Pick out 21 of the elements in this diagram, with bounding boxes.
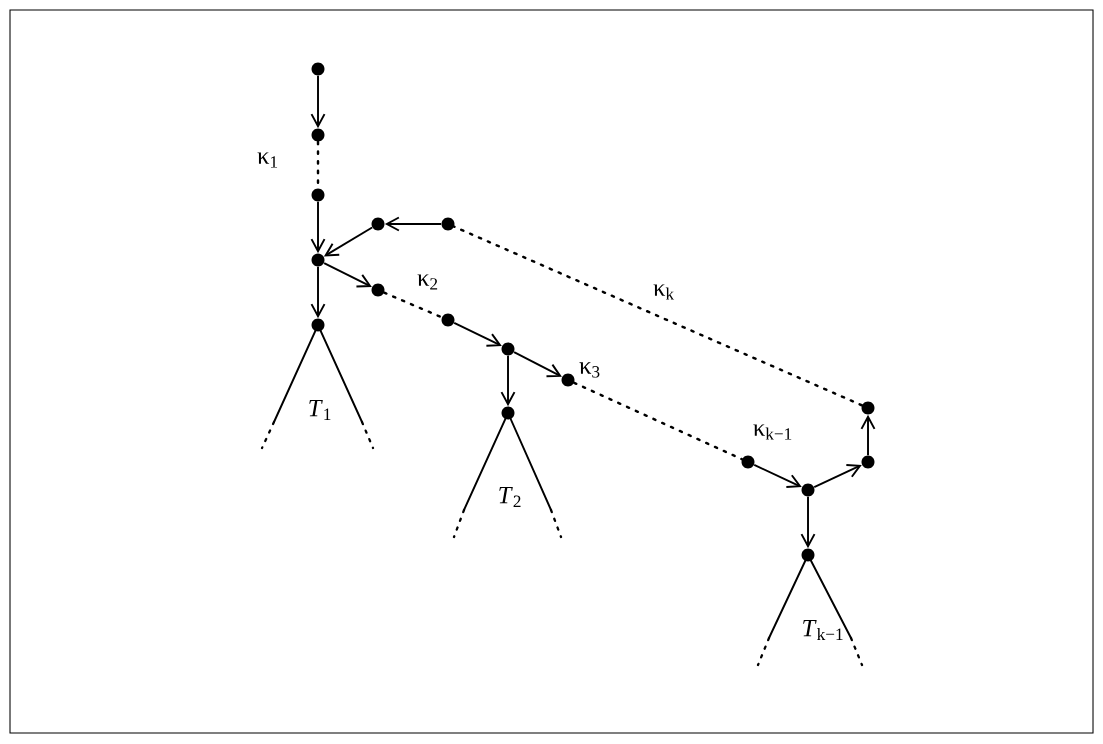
tree-label: T$_{2}$ — [499, 487, 521, 507]
arrow — [323, 262, 372, 288]
arrow — [323, 226, 374, 257]
edge-label: κ$_{3}$ — [577, 360, 603, 380]
tree-label: T$_{1}$ — [309, 400, 331, 420]
arrow — [800, 495, 816, 549]
edge-label: κ$_{k}$ — [651, 282, 677, 302]
arrow — [513, 351, 562, 378]
arrow — [860, 414, 876, 457]
edge-label: κ$_{1}$ — [255, 150, 281, 170]
arrow — [500, 354, 516, 407]
tree-label: T$_{k−1}$ — [803, 620, 843, 640]
arrow — [310, 200, 326, 254]
arrow — [453, 322, 502, 347]
arrow — [753, 463, 802, 489]
arrow — [813, 463, 862, 489]
arrow — [384, 216, 443, 232]
chain-label: κ$_{k−1}$ — [751, 422, 795, 442]
edge-label: κ$_{2}$ — [415, 272, 441, 292]
arrow — [310, 74, 326, 129]
arrow — [310, 265, 326, 319]
